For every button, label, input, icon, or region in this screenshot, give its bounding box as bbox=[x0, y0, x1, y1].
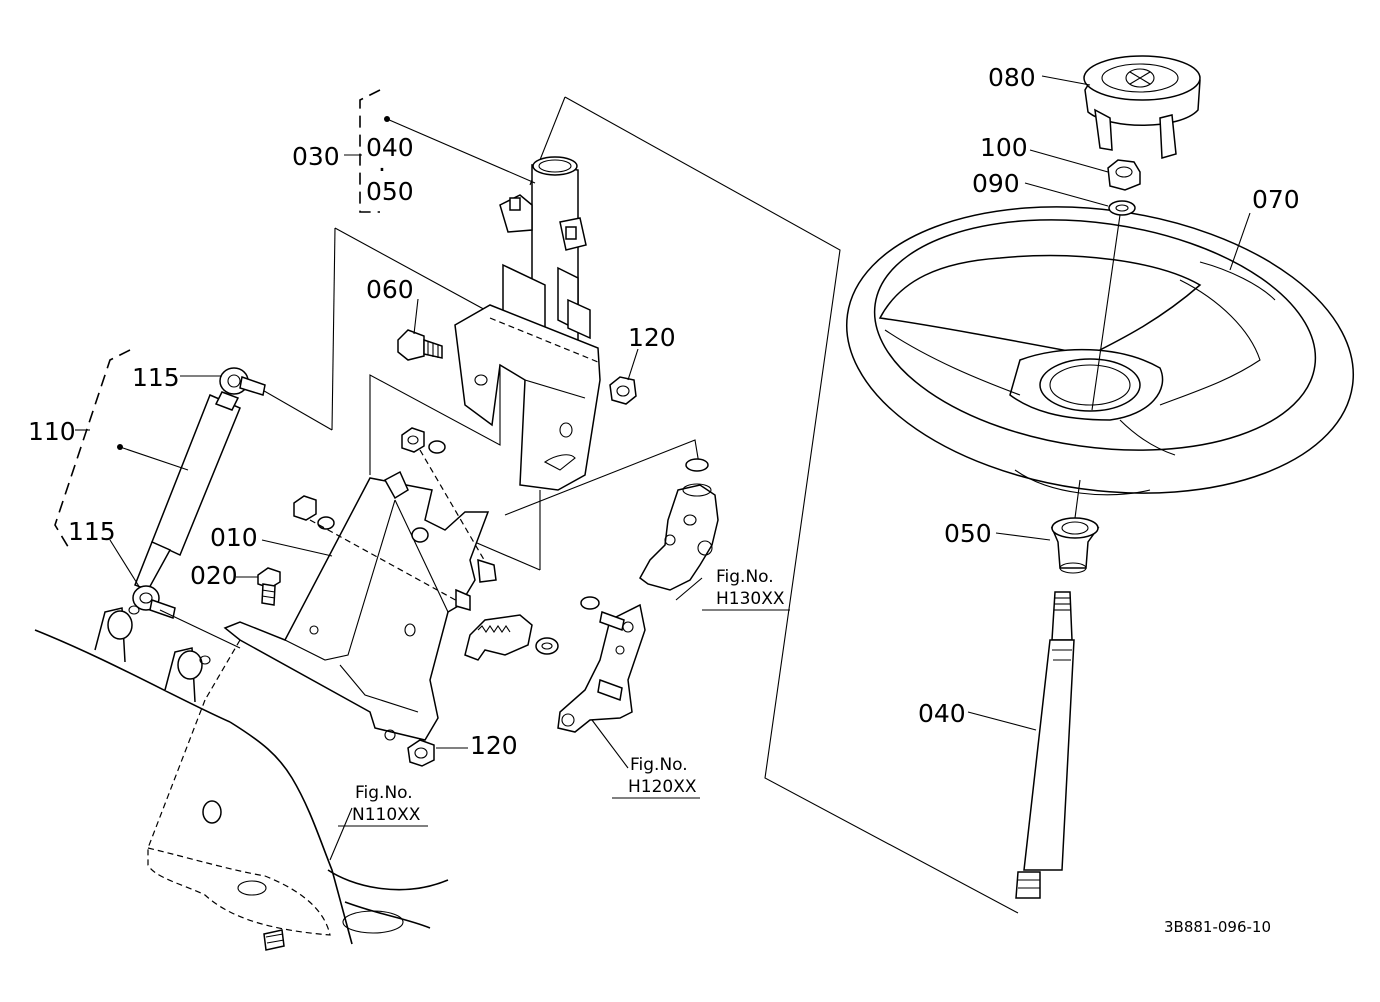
universal-joint bbox=[639, 483, 719, 591]
label-040-group: 040 bbox=[366, 133, 414, 162]
steering-column bbox=[454, 156, 601, 491]
nut-100 bbox=[1107, 159, 1141, 191]
bracket-010 bbox=[223, 449, 497, 741]
label-080: 080 bbox=[988, 63, 1036, 92]
label-100: 100 bbox=[980, 133, 1028, 162]
figref-h120-code: H120XX bbox=[628, 777, 697, 797]
cap-080 bbox=[1083, 55, 1201, 159]
washer-090 bbox=[1108, 200, 1136, 216]
bolt-060 bbox=[397, 329, 443, 361]
axis-line bbox=[1091, 214, 1121, 411]
label-120-lower: 120 bbox=[470, 731, 518, 760]
label-115-upper: 115 bbox=[132, 363, 180, 392]
shaft-040 bbox=[1015, 591, 1075, 899]
bushing-050 bbox=[1050, 517, 1100, 574]
leader-lines bbox=[75, 75, 1251, 861]
figref-n110-prefix: Fig.No. bbox=[355, 783, 413, 803]
label-120-upper: 120 bbox=[628, 323, 676, 352]
assembly-outline bbox=[244, 96, 1019, 914]
label-050-wheel: 050 bbox=[944, 519, 992, 548]
nut-120-lower bbox=[407, 739, 435, 767]
label-090: 090 bbox=[972, 169, 1020, 198]
gas-spring bbox=[132, 367, 266, 619]
label-050-group: 050 bbox=[366, 177, 414, 206]
figref-h120-prefix: Fig.No. bbox=[630, 755, 688, 775]
label-115-lower: 115 bbox=[68, 517, 116, 546]
label-040-shaft: 040 bbox=[918, 699, 966, 728]
sector-plate bbox=[464, 614, 533, 661]
label-separator: · bbox=[378, 155, 386, 184]
figref-h130-prefix: Fig.No. bbox=[716, 567, 774, 587]
label-030: 030 bbox=[292, 142, 340, 171]
axis-line-lower bbox=[1074, 479, 1081, 519]
lever-plate bbox=[557, 603, 646, 733]
nut-120-upper bbox=[609, 376, 637, 405]
label-010: 010 bbox=[210, 523, 258, 552]
part-labels: 080 100 090 070 050 040 030 040 · 050 06… bbox=[28, 63, 1300, 760]
group-brackets bbox=[54, 89, 381, 551]
label-110: 110 bbox=[28, 417, 76, 446]
figure-refs: Fig.No. H130XX Fig.No. H120XX Fig.No. N1… bbox=[338, 567, 790, 827]
leader-dot bbox=[384, 116, 390, 122]
figref-n110-code: N110XX bbox=[352, 805, 421, 825]
steering-wheel bbox=[845, 206, 1355, 496]
leader-dot bbox=[117, 444, 123, 450]
figref-h130-code: H130XX bbox=[716, 589, 785, 609]
label-070: 070 bbox=[1252, 185, 1300, 214]
drawing-id: 3B881-096-10 bbox=[1164, 918, 1271, 936]
frame-fender bbox=[34, 605, 449, 951]
label-020: 020 bbox=[190, 561, 238, 590]
label-060: 060 bbox=[366, 275, 414, 304]
bolt-020 bbox=[257, 567, 281, 606]
